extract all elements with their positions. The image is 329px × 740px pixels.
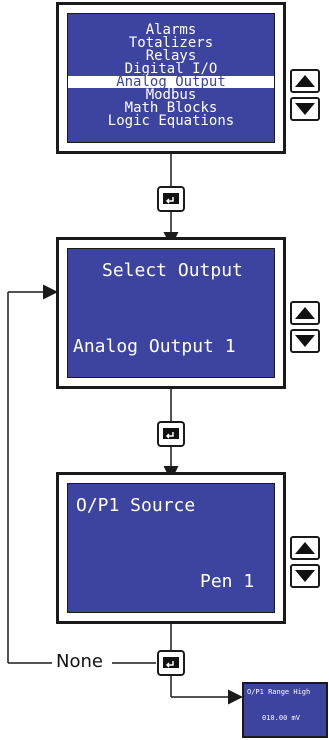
panel-title: Select Output (102, 260, 243, 281)
panel-value: Analog Output 1 (73, 336, 236, 357)
up-arrow-icon (295, 307, 315, 319)
down-arrow-button[interactable] (290, 564, 320, 588)
enter-icon (163, 657, 179, 668)
up-arrow-button[interactable] (290, 301, 320, 325)
menu-item[interactable]: Relays (145, 48, 197, 64)
panel-title: O/P1 Range High (247, 688, 311, 696)
menu-item[interactable]: Analog Output (68, 75, 274, 89)
enter-icon (163, 193, 179, 204)
range-high-screen: O/P1 Range High 010.00 mV (242, 682, 328, 738)
panel-title: O/P1 Source (76, 495, 196, 516)
up-arrow-button[interactable] (290, 69, 320, 93)
down-arrow-icon (295, 570, 315, 582)
enter-button[interactable] (157, 186, 185, 212)
enter-icon (163, 428, 179, 439)
down-arrow-button[interactable] (290, 97, 320, 121)
panel-value: 010.00 mV (262, 714, 300, 722)
up-arrow-icon (295, 542, 315, 554)
menu-item[interactable]: Alarms (145, 22, 197, 38)
enter-button[interactable] (157, 421, 185, 447)
select-output-panel: Select Output Analog Output 1 (56, 237, 286, 389)
menu-item[interactable]: Modbus (145, 87, 197, 103)
menu-item[interactable]: Digital I/O (124, 61, 218, 77)
none-label: None (54, 651, 105, 672)
menu-item[interactable]: Logic Equations (107, 113, 235, 129)
menu-item[interactable]: Math Blocks (124, 100, 218, 116)
down-arrow-icon (295, 335, 315, 347)
enter-button[interactable] (157, 650, 185, 676)
down-arrow-icon (295, 103, 315, 115)
up-arrow-button[interactable] (290, 536, 320, 560)
source-screen: O/P1 Source Pen 1 (67, 483, 275, 613)
select-output-screen: Select Output Analog Output 1 (67, 248, 275, 378)
down-arrow-button[interactable] (290, 329, 320, 353)
source-panel: O/P1 Source Pen 1 (56, 472, 286, 624)
panel-value: Pen 1 (200, 571, 255, 592)
menu-item[interactable]: Totalizers (128, 35, 214, 51)
up-arrow-icon (295, 75, 315, 87)
